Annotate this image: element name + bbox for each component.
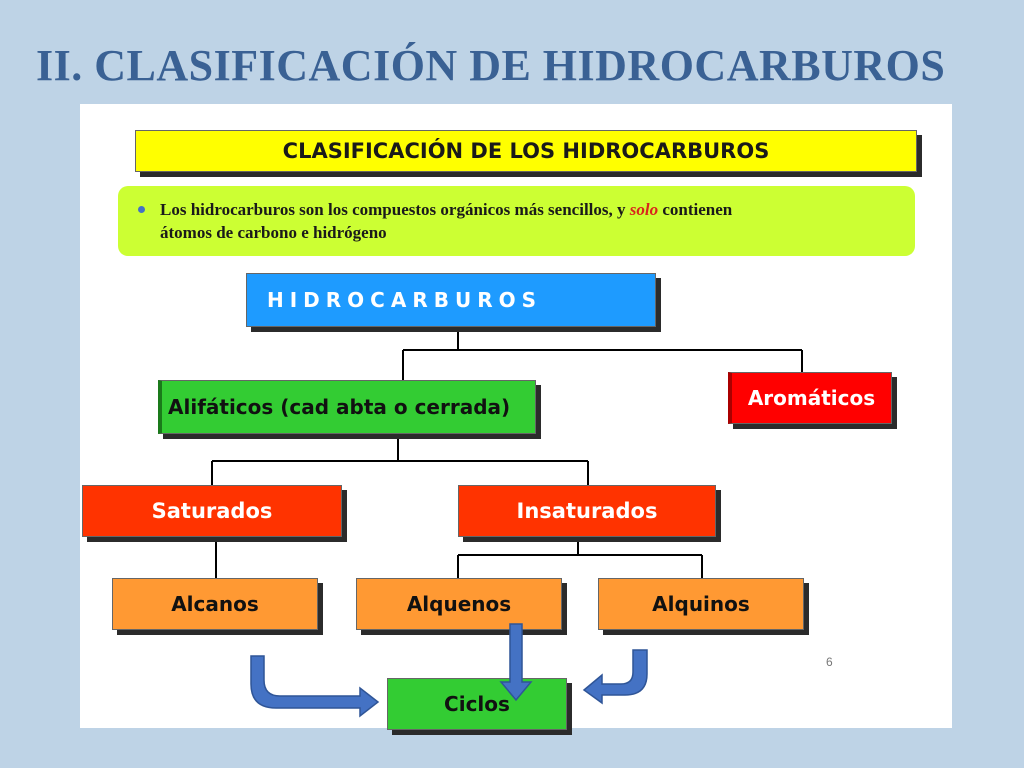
bullet-icon: [138, 206, 145, 213]
node-alcanos: Alcanos: [112, 578, 318, 630]
node-aromaticos: Aromáticos: [728, 372, 892, 424]
description-box: Los hidrocarburos son los compuestos org…: [118, 186, 915, 256]
page-title: II. CLASIFICACIÓN DE HIDROCARBUROS: [36, 41, 946, 90]
description-text-start: Los hidrocarburos son los compuestos org…: [160, 200, 630, 219]
connector-lines: [211, 327, 803, 578]
arrow-alcanos-to-ciclos-icon: [250, 655, 380, 718]
node-alquenos: Alquenos: [356, 578, 562, 630]
arrow-alquenos-to-ciclos-icon: [499, 623, 533, 702]
node-insaturados: Insaturados: [458, 485, 716, 537]
banner-title: CLASIFICACIÓN DE LOS HIDROCARBUROS: [135, 130, 917, 172]
node-saturados: Saturados: [82, 485, 342, 537]
description-text-end: contienen: [658, 200, 733, 219]
description-line2: átomos de carbono e hidrógeno: [160, 223, 387, 242]
arrows-layer: [250, 623, 648, 718]
arrow-alquinos-to-ciclos-icon: [582, 649, 648, 705]
diagram-panel: CLASIFICACIÓN DE LOS HIDROCARBUROS Los h…: [80, 104, 952, 730]
description-emphasis: solo: [629, 200, 659, 219]
node-hidrocarburos: HIDROCARBUROS: [246, 273, 656, 327]
node-alquinos: Alquinos: [598, 578, 804, 630]
node-ciclos: Ciclos: [387, 678, 567, 730]
node-alifaticos: Alifáticos (cad abta o cerrada): [158, 380, 536, 434]
slide-number: 6: [826, 655, 833, 669]
